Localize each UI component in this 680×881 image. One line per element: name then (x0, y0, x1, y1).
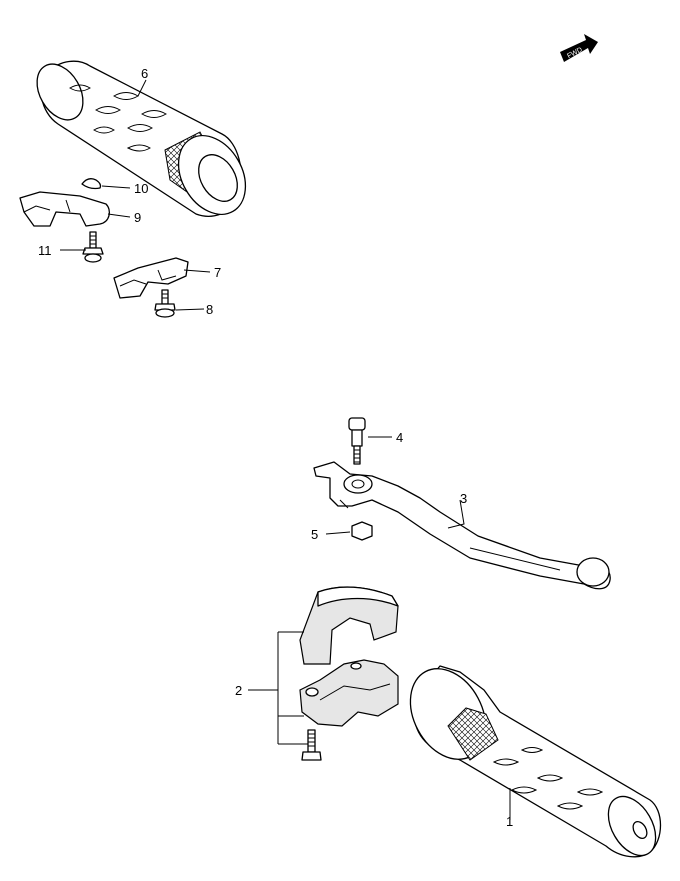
nut (351, 521, 373, 541)
brake-lever (313, 461, 611, 590)
callout-7: 7 (214, 265, 221, 280)
fwd-arrow-icon: FWD (560, 34, 598, 62)
callout-6: 6 (141, 66, 148, 81)
screw-2 (301, 729, 322, 761)
screw-11 (82, 231, 104, 263)
callout-3: 3 (460, 491, 467, 506)
callout-8: 8 (206, 302, 213, 317)
clip-part (81, 178, 102, 190)
callout-5: 5 (311, 527, 318, 542)
clamp-part (19, 191, 111, 227)
pivot-bolt (348, 417, 366, 465)
callout-1: 1 (506, 814, 513, 829)
left-grip (36, 60, 247, 217)
callout-4: 4 (396, 430, 403, 445)
screw-8 (154, 289, 176, 318)
callout-2: 2 (235, 683, 242, 698)
clamp-7 (113, 257, 189, 299)
callout-10: 10 (134, 181, 148, 196)
right-grip (409, 665, 662, 858)
callout-11: 11 (38, 243, 52, 258)
holder-lower (299, 659, 399, 727)
leader-lines (60, 79, 511, 820)
holder-upper (299, 586, 399, 665)
callout-9: 9 (134, 210, 141, 225)
